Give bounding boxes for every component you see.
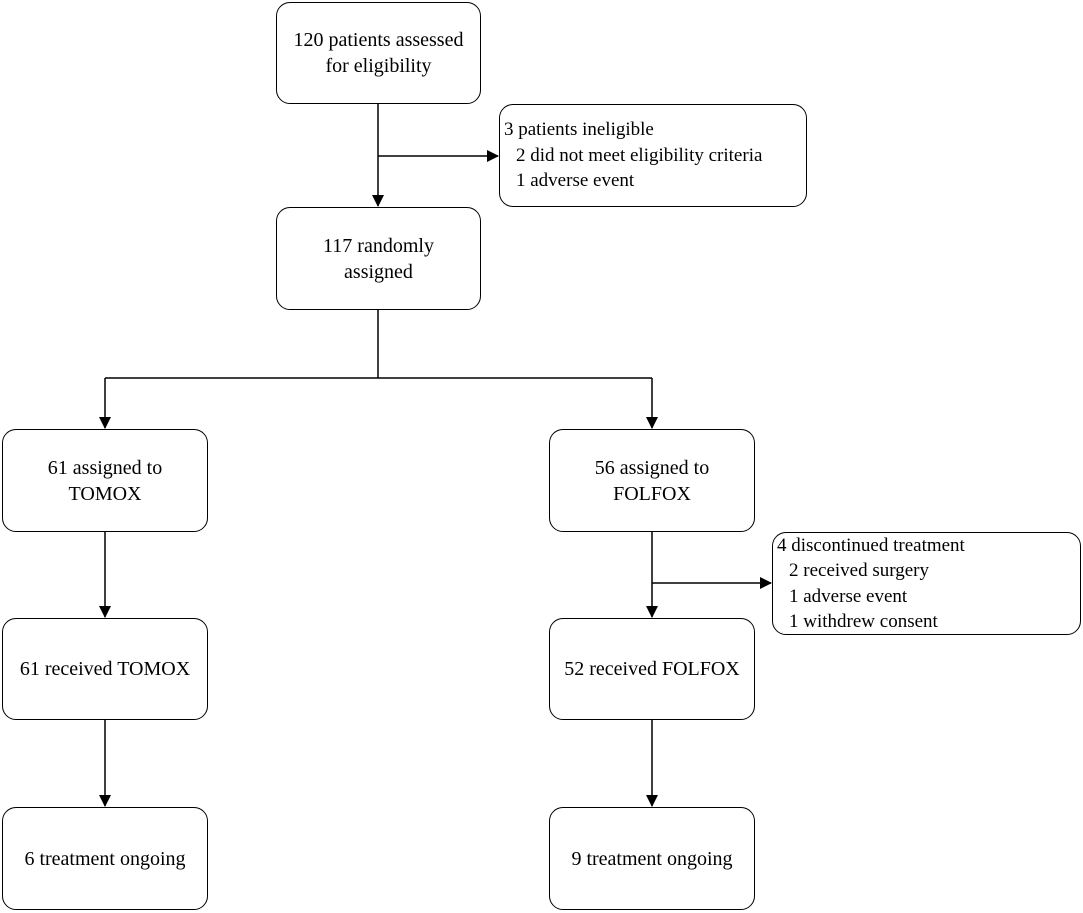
folfox-treatment-ongoing-box: 9 treatment ongoing: [549, 807, 755, 910]
folfox-assigned-box: 56 assigned to FOLFOX: [549, 429, 755, 532]
discontinued-heading: 4 discontinued treatment: [777, 534, 965, 556]
node-text-line: 117 randomly: [323, 234, 434, 257]
node-text-line: 61 received TOMOX: [19, 658, 191, 680]
tomox-treatment-ongoing-box: 6 treatment ongoing: [2, 807, 208, 910]
discontinued-reason: 1 withdrew consent: [789, 611, 938, 632]
assessed-for-eligibility-box: 120 patients assessed for eligibility: [276, 2, 481, 104]
node-text-line: 9 treatment ongoing: [571, 847, 733, 870]
node-text-line: 120 patients assessed: [293, 29, 464, 51]
node-text-line: 56 assigned to: [594, 456, 710, 479]
folfox-received-box: 52 received FOLFOX: [549, 618, 755, 720]
tomox-assigned-box: 61 assigned to TOMOX: [2, 429, 208, 532]
node-text-line: 61 assigned to: [47, 456, 163, 479]
randomly-assigned-box: 117 randomly assigned: [276, 207, 481, 310]
discontinued-reason: 1 adverse event: [789, 585, 908, 607]
ineligible-patients-box: 3 patients ineligible 2 did not meet eli…: [499, 104, 807, 207]
node-text-line: 6 treatment ongoing: [24, 847, 186, 870]
ineligible-reason: 2 did not meet eligibility criteria: [516, 144, 763, 166]
node-text-line: assigned: [344, 260, 413, 283]
ineligible-reason: 1 adverse event: [516, 170, 635, 192]
node-text-line: for eligibility: [325, 55, 432, 77]
tomox-received-box: 61 received TOMOX: [2, 618, 208, 720]
ineligible-heading: 3 patients ineligible: [504, 119, 654, 141]
discontinued-treatment-box: 4 discontinued treatment 2 received surg…: [772, 532, 1081, 635]
node-text-line: FOLFOX: [613, 482, 691, 505]
node-text-line: TOMOX: [68, 482, 142, 505]
node-text-line: 52 received FOLFOX: [564, 658, 740, 680]
discontinued-reason: 2 received surgery: [789, 560, 929, 581]
